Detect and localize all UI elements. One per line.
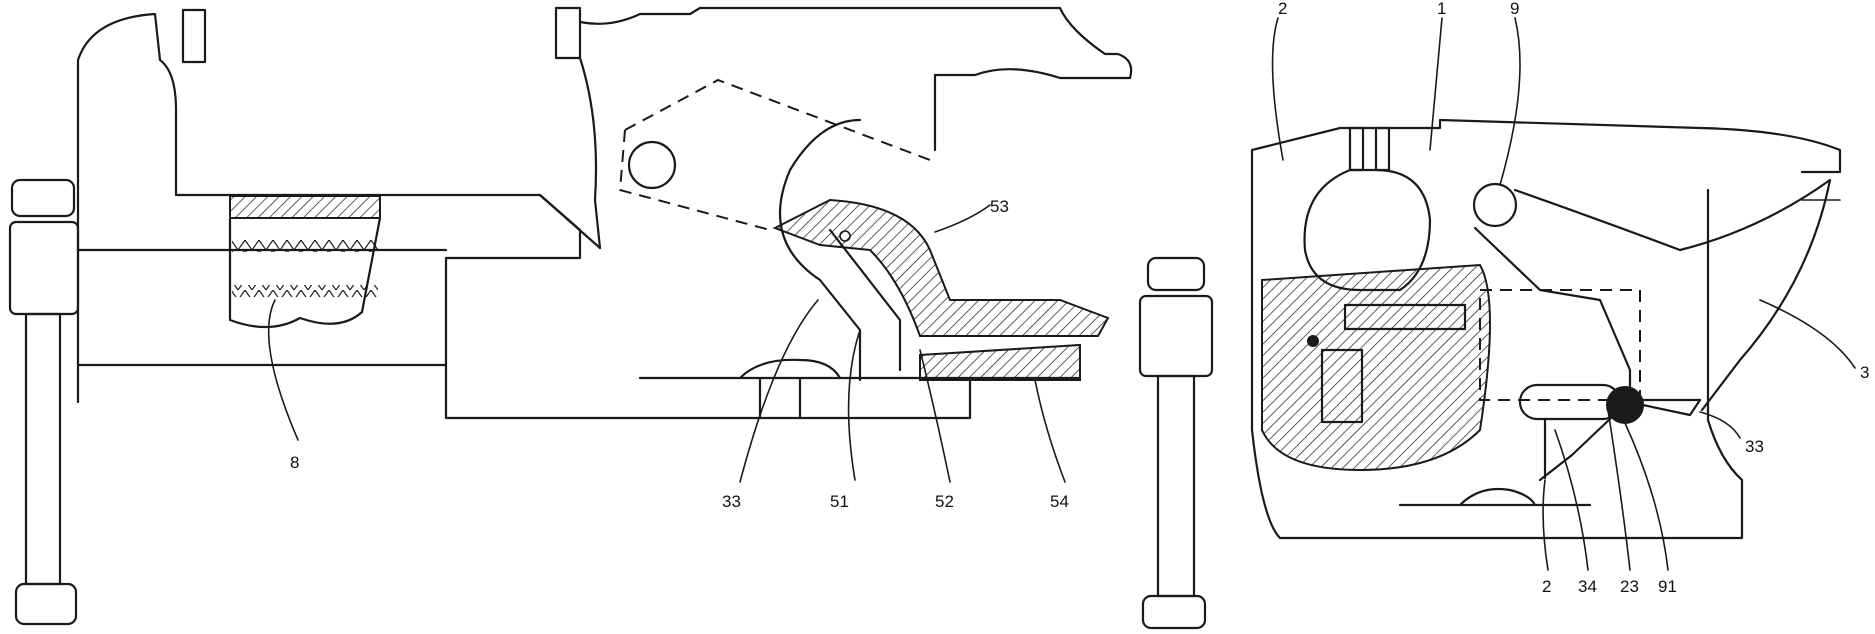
label-34: 34 xyxy=(1578,577,1597,596)
label-54: 54 xyxy=(1050,492,1069,511)
label-51: 51 xyxy=(830,492,849,511)
figure-left-vise: 8 33 51 52 53 54 xyxy=(10,8,1131,624)
left-leader-lines xyxy=(269,205,1065,482)
label-3: 3 xyxy=(1860,363,1869,382)
label-9: 9 xyxy=(1510,0,1519,18)
label-33-left: 33 xyxy=(722,492,741,511)
left-handle xyxy=(10,180,78,624)
left-tooth-insert xyxy=(230,196,380,327)
right-handle xyxy=(1140,258,1212,628)
left-pawl-mechanism xyxy=(640,120,1108,418)
figure-right-vise: 2 1 9 3 33 2 34 23 91 xyxy=(1140,0,1869,628)
label-52: 52 xyxy=(935,492,954,511)
label-8: 8 xyxy=(290,453,299,472)
label-2-bottom: 2 xyxy=(1542,577,1551,596)
label-23: 23 xyxy=(1620,577,1639,596)
label-2-top: 2 xyxy=(1278,0,1287,18)
label-53: 53 xyxy=(990,197,1009,216)
label-1: 1 xyxy=(1437,0,1446,18)
label-33-right: 33 xyxy=(1745,437,1764,456)
label-91: 91 xyxy=(1658,577,1677,596)
ball-91 xyxy=(1607,387,1643,423)
